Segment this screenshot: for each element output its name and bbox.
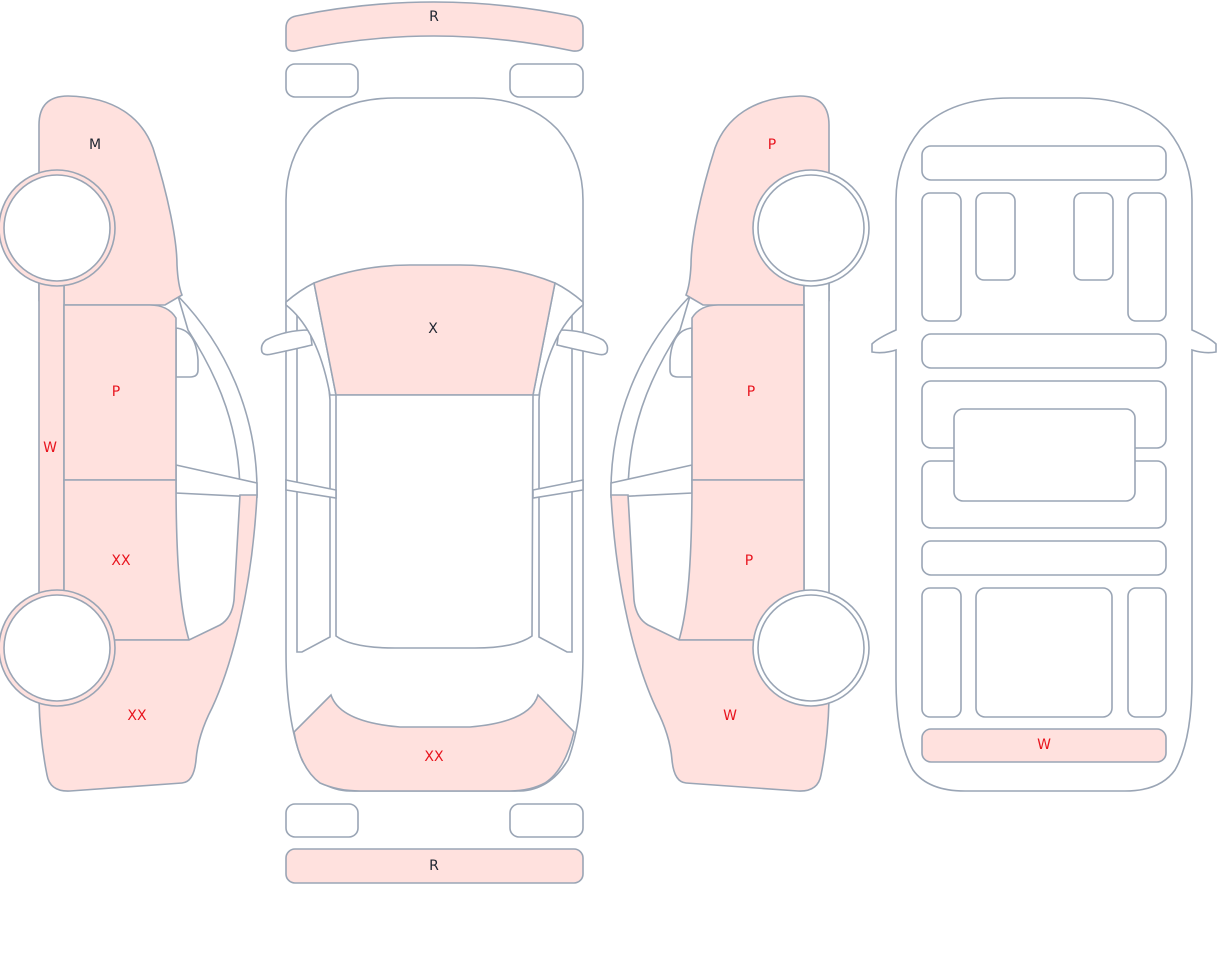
rear-quarter-panel[interactable] xyxy=(38,494,258,792)
rocker-panel[interactable] xyxy=(803,279,830,601)
trunk-label: XX xyxy=(424,749,444,765)
underside-view xyxy=(871,97,1217,792)
left-front-fender-label: M xyxy=(89,137,101,153)
front-bumper-panel[interactable] xyxy=(285,1,584,52)
underside-rear-panel[interactable] xyxy=(921,728,1167,763)
headlight-left xyxy=(285,63,359,98)
top-view xyxy=(260,1,609,884)
front-door-panel[interactable] xyxy=(63,304,177,481)
right-rear-quarter-label: W xyxy=(723,708,737,724)
hood-label: X xyxy=(428,321,438,337)
right-front-door-label: P xyxy=(747,384,755,400)
right-front-fender-label: P xyxy=(768,137,776,153)
side-window-frame xyxy=(177,295,258,496)
left-side-view xyxy=(0,95,258,792)
underside-rear-label: W xyxy=(1037,737,1051,753)
rear-bumper-panel[interactable] xyxy=(285,848,584,884)
roof xyxy=(335,394,534,649)
rear-bumper-label: R xyxy=(429,858,439,874)
left-rear-quarter-label: XX xyxy=(127,708,147,724)
front-door-panel[interactable] xyxy=(691,304,805,481)
taillight-left xyxy=(285,803,359,838)
rear-quarter-panel[interactable] xyxy=(610,494,830,792)
trunk-panel[interactable] xyxy=(293,693,575,792)
right-rear-door-label: P xyxy=(745,553,753,569)
mirror xyxy=(175,327,199,378)
front-wheel xyxy=(3,174,111,282)
taillight-right xyxy=(509,803,584,838)
front-bumper-label: R xyxy=(429,9,439,25)
rear-wheel xyxy=(3,594,111,702)
left-rear-door-label: XX xyxy=(111,553,131,569)
left-rocker-label: W xyxy=(43,440,57,456)
mirror-right xyxy=(556,329,609,356)
hood-panel[interactable] xyxy=(313,264,556,396)
headlight-right xyxy=(509,63,584,98)
mirror-left xyxy=(260,329,313,356)
right-side-view xyxy=(610,95,870,792)
left-front-door-label: P xyxy=(112,384,120,400)
